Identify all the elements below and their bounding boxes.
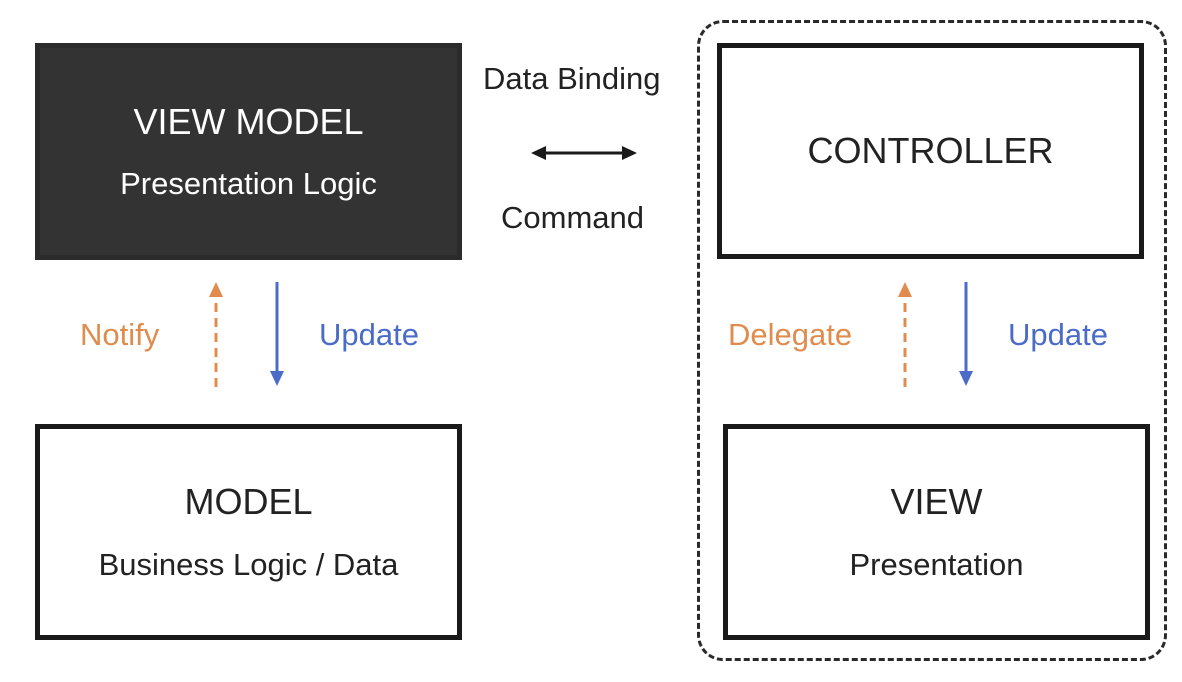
view-subtitle: Presentation (849, 546, 1024, 582)
model-box: MODEL Business Logic / Data (35, 424, 462, 640)
view-title: VIEW (890, 481, 983, 523)
controller-title: CONTROLLER (807, 130, 1054, 172)
binding-double-arrow (531, 146, 637, 160)
view-box: VIEW Presentation (723, 424, 1150, 640)
view-model-box: VIEW MODEL Presentation Logic (35, 43, 462, 260)
model-subtitle: Business Logic / Data (98, 546, 399, 582)
controller-box: CONTROLLER (717, 43, 1144, 259)
update-label-right: Update (1008, 317, 1108, 352)
data-binding-label: Data Binding (483, 61, 661, 96)
view-model-title: VIEW MODEL (133, 100, 364, 142)
update-label-left: Update (319, 317, 419, 352)
notify-arrow (209, 282, 223, 387)
view-model-subtitle: Presentation Logic (120, 166, 377, 202)
delegate-label: Delegate (728, 317, 853, 352)
model-title: MODEL (184, 481, 313, 523)
command-label: Command (501, 200, 644, 235)
update-arrow-left (270, 282, 284, 386)
controller-view-group (697, 20, 1167, 661)
notify-label: Notify (80, 317, 160, 352)
